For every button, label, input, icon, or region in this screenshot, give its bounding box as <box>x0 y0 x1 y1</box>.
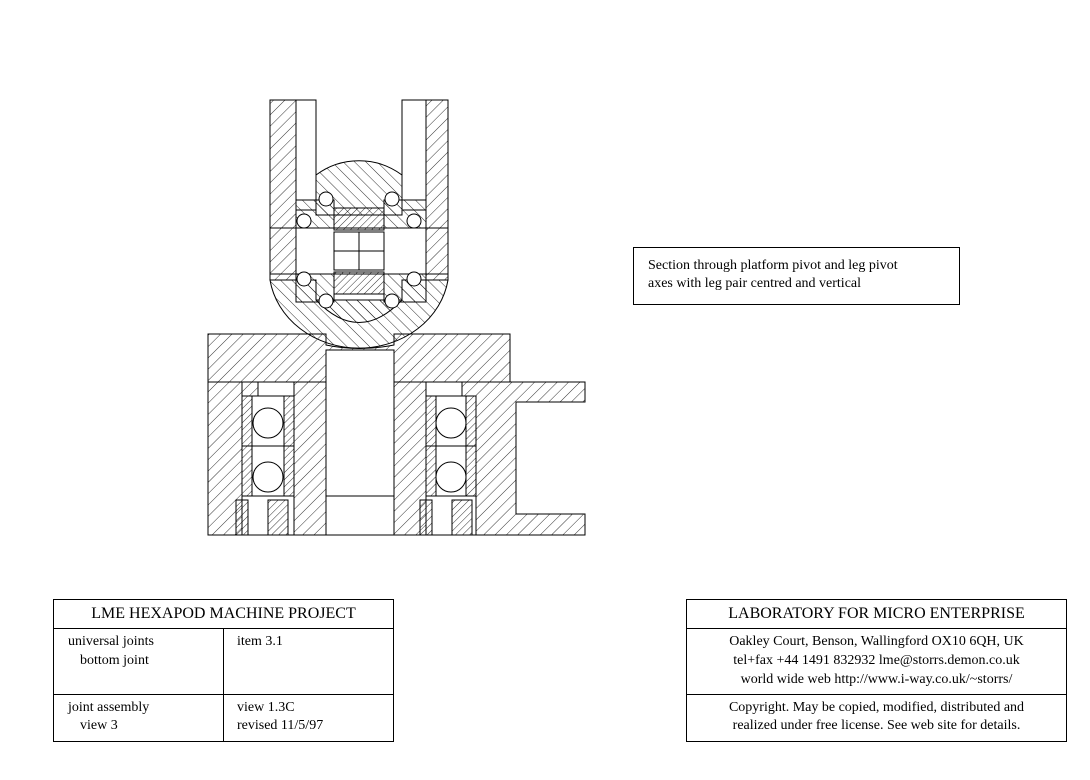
desc2-line-2: view 3 <box>80 718 118 733</box>
lab-contact: tel+fax +44 1491 832932 lme@storrs.demon… <box>733 653 1020 668</box>
platform-pivot-housing <box>207 333 586 536</box>
pivot-ball-top <box>315 160 403 216</box>
note-line-1: Section through platform pivot and leg p… <box>648 258 898 273</box>
view-number: view 1.3C <box>237 700 295 715</box>
project-title: LME HEXAPOD MACHINE PROJECT <box>91 605 356 622</box>
revised-date: revised 11/5/97 <box>237 718 324 733</box>
desc1-line-2: bottom joint <box>80 653 149 668</box>
copyright-line-1: Copyright. May be copied, modified, dist… <box>728 700 1025 715</box>
project-title-block: LME HEXAPOD MACHINE PROJECT universal jo… <box>53 599 394 742</box>
needle-bearing-top <box>333 207 385 231</box>
copyright-line-2: realized under free license. See web sit… <box>732 718 1021 733</box>
note-line-2: axes with leg pair centred and vertical <box>648 276 862 291</box>
item-number: item 3.1 <box>237 634 283 649</box>
lab-web: world wide web http://www.i-way.co.uk/~s… <box>740 672 1013 687</box>
ball-left-lower <box>252 461 284 493</box>
section-note-box: Section through platform pivot and leg p… <box>633 247 960 305</box>
leg-pivot-assembly <box>269 99 449 349</box>
needle-bearing-bottom <box>333 271 385 295</box>
ball-right-lower <box>435 461 467 493</box>
lab-title: LABORATORY FOR MICRO ENTERPRISE <box>728 605 1025 622</box>
left-fork-arm <box>269 99 297 281</box>
desc1-line-1: universal joints <box>68 634 154 649</box>
ball-right-upper <box>435 407 467 439</box>
desc2-line-1: joint assembly <box>68 700 150 715</box>
lab-title-block: LABORATORY FOR MICRO ENTERPRISE Oakley C… <box>686 599 1067 742</box>
lab-address: Oakley Court, Benson, Wallingford OX10 6… <box>729 634 1024 649</box>
right-fork-arm <box>425 99 449 281</box>
ball-left-upper <box>252 407 284 439</box>
